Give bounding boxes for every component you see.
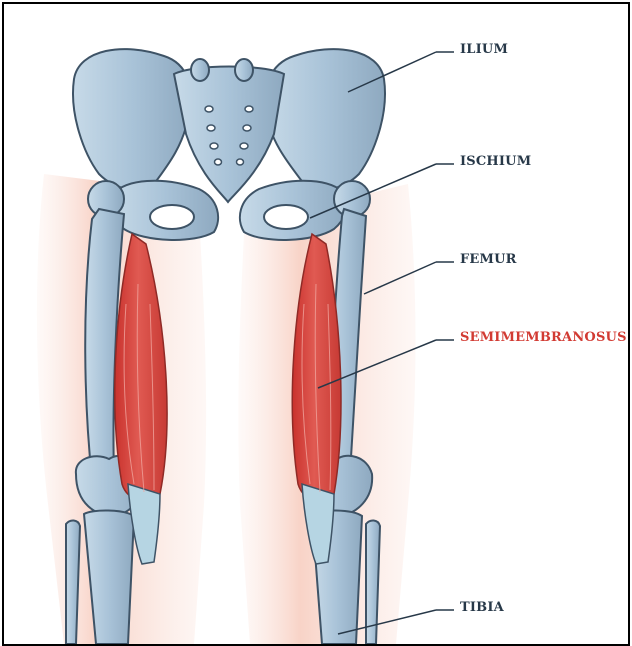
label-ischium: ISCHIUM xyxy=(460,154,531,169)
anatomy-illustration xyxy=(4,4,628,644)
label-femur: FEMUR xyxy=(460,252,517,267)
label-semimembranosus: SEMIMEMBRANOSUS xyxy=(460,330,627,345)
label-ilium: ILIUM xyxy=(460,42,508,57)
label-tibia: TIBIA xyxy=(460,600,504,615)
tibia-left xyxy=(66,510,134,644)
